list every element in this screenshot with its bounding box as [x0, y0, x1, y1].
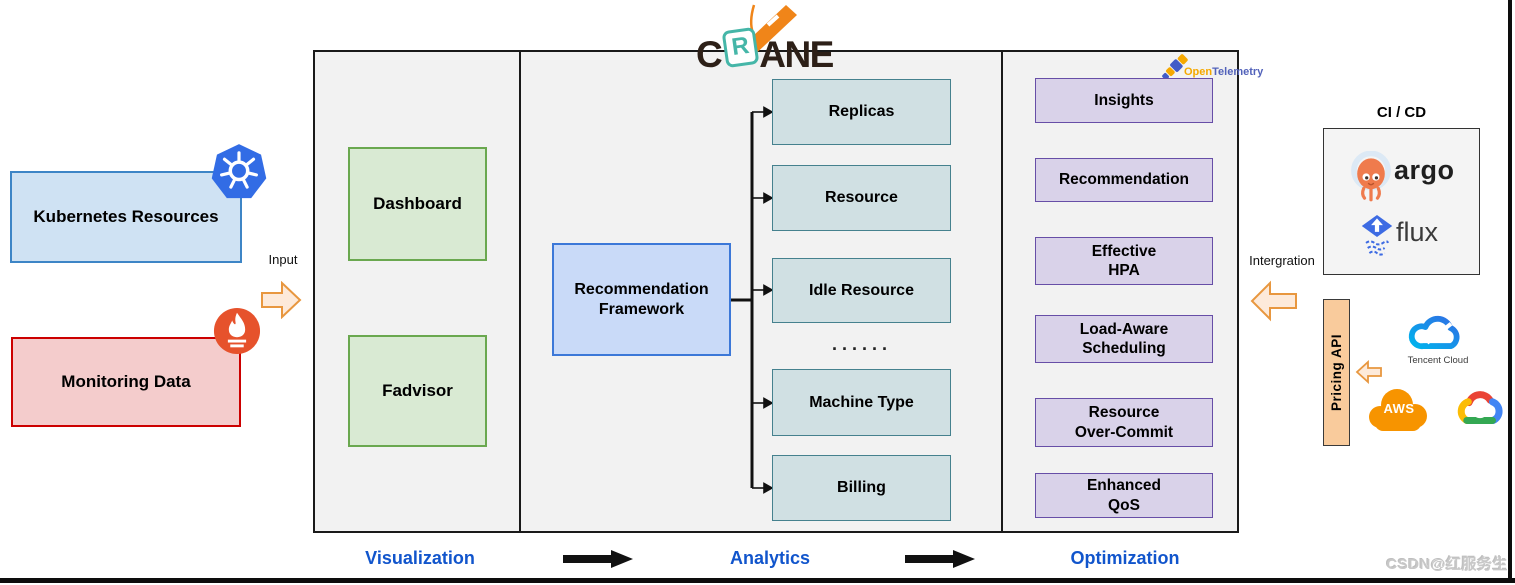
crane-letter-c: C — [696, 33, 723, 75]
more-recommenders-ellipsis: ...... — [831, 334, 892, 354]
recommender-box-billing: Billing — [772, 455, 951, 521]
fadvisor-label: Fadvisor — [382, 381, 453, 401]
pricing-api-label: Pricing API — [1329, 333, 1344, 411]
flow-label-optimization: Optimization — [1070, 548, 1180, 568]
input-arrow-icon — [261, 281, 302, 319]
recommender-box-resource: Resource — [772, 165, 951, 231]
recommendation-framework-box: Recommendation Framework — [552, 243, 731, 356]
kubernetes-icon — [211, 144, 267, 199]
recommender-connector-lines — [731, 106, 774, 494]
flow-arrow-icon — [563, 550, 633, 568]
csdn-watermark: CSDN@红服务生 — [1386, 556, 1508, 573]
flux-label: flux — [1396, 217, 1439, 247]
tencent-cloud-label: Tencent Cloud — [1407, 355, 1469, 366]
argo-icon — [1351, 151, 1391, 202]
dashboard-box: Dashboard — [348, 147, 487, 261]
monitoring-data-box: Monitoring Data — [11, 337, 241, 427]
idle-resource-label: Idle Resource — [809, 281, 914, 299]
recommender-box-idle-resource: Idle Resource — [772, 258, 951, 323]
page-bottom-border — [0, 578, 1515, 583]
visualization-analytics-divider — [519, 50, 521, 533]
machine-type-label: Machine Type — [809, 393, 914, 411]
opentelemetry-label: OpenTelemetry — [1184, 66, 1264, 78]
opentelemetry-logo: OpenTelemetry — [1156, 49, 1266, 85]
recommendation-framework-label: Recommendation Framework — [574, 280, 709, 318]
recommender-box-replicas: Replicas — [772, 79, 951, 145]
optimization-box-recommendation: Recommendation — [1035, 158, 1213, 202]
flux-icon — [1361, 215, 1393, 256]
integration-arrow-icon — [1250, 280, 1297, 322]
flow-arrow-icon — [905, 550, 975, 568]
recommendation-label: Recommendation — [1058, 171, 1190, 189]
crane-logo-text: C R ANE — [696, 26, 834, 75]
aws-icon — [1369, 389, 1427, 431]
integration-label: Intergration — [1249, 253, 1315, 268]
input-label: Input — [268, 252, 298, 267]
tencent-cloud-icon — [1408, 315, 1460, 349]
monitoring-data-label: Monitoring Data — [61, 372, 191, 392]
fadvisor-box: Fadvisor — [348, 335, 487, 447]
kubernetes-resources-box: Kubernetes Resources — [10, 171, 242, 263]
google-cloud-icon — [1457, 391, 1503, 424]
insights-label: Insights — [1094, 91, 1154, 109]
replicas-label: Replicas — [828, 103, 895, 120]
kubernetes-resources-label: Kubernetes Resources — [33, 207, 219, 227]
crane-letters-ane: ANE — [759, 33, 834, 75]
pricing-api-box: Pricing API — [1323, 299, 1350, 446]
prometheus-icon — [213, 307, 261, 355]
crane-logo: C R ANE — [692, 4, 837, 75]
page-right-border — [1508, 0, 1512, 582]
pricing-arrow-icon — [1355, 360, 1382, 384]
resource-label: Resource — [825, 189, 898, 206]
optimization-box-insights: Insights — [1035, 78, 1213, 123]
analytics-optimization-divider — [1001, 50, 1003, 533]
dashboard-label: Dashboard — [373, 194, 462, 214]
argo-label: argo — [1394, 155, 1455, 185]
cicd-box: argo flux — [1323, 128, 1480, 275]
aws-label: AWS — [1383, 401, 1415, 416]
flow-label-visualization: Visualization — [365, 548, 475, 568]
cicd-title: CI / CD — [1376, 104, 1427, 121]
billing-label: Billing — [837, 479, 886, 496]
recommender-box-machine-type: Machine Type — [772, 369, 951, 436]
crane-letter-r-badge: R — [721, 26, 760, 69]
flow-label-analytics: Analytics — [729, 548, 811, 568]
